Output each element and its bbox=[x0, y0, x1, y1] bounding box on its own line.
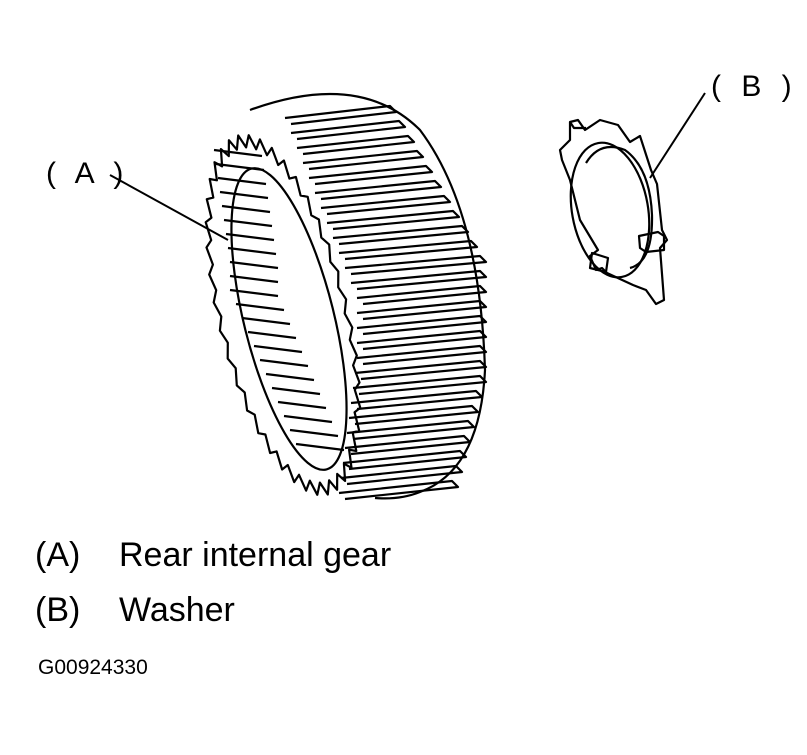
gear-outer-tooth bbox=[338, 239, 479, 261]
gear-outer-tooth bbox=[356, 344, 488, 366]
gear-spline bbox=[221, 204, 271, 214]
gear-spline bbox=[227, 246, 277, 256]
gear-outer-tooth bbox=[320, 194, 452, 216]
washer bbox=[558, 118, 669, 306]
gear-front-teeth bbox=[204, 134, 362, 496]
gear-outer-tooth bbox=[332, 224, 470, 246]
legend-item-a: (A) Rear internal gear bbox=[35, 536, 391, 575]
gear-outer-tooth bbox=[350, 269, 488, 291]
figure-id: G00924330 bbox=[38, 656, 148, 679]
gear-spline bbox=[259, 358, 309, 368]
gear-outer-tooth bbox=[350, 389, 484, 411]
gear-spline bbox=[219, 190, 269, 200]
gear-spline bbox=[217, 176, 267, 186]
gear-outer-tooth bbox=[354, 359, 488, 381]
gear-spline bbox=[225, 232, 275, 242]
legend-key-a: (A) bbox=[35, 536, 81, 574]
washer-outline bbox=[558, 118, 669, 306]
gear-outer-tooth bbox=[326, 209, 461, 231]
gear-spline bbox=[223, 218, 273, 228]
gear-spline bbox=[229, 288, 279, 298]
gear-spline bbox=[247, 330, 297, 340]
gear-outer-tooth bbox=[284, 104, 398, 126]
gear-spline bbox=[295, 442, 345, 452]
gear-outer-tooth bbox=[296, 134, 416, 156]
gear-outer-tooth bbox=[340, 464, 464, 486]
gear-spline bbox=[229, 274, 279, 284]
gear-outer-tooth bbox=[356, 329, 488, 351]
gear-outer-tooth bbox=[356, 299, 488, 321]
gear-spline bbox=[253, 344, 303, 354]
gear-spline bbox=[213, 148, 263, 158]
washer-tab-bottom bbox=[588, 251, 610, 274]
gear-outer-tooth bbox=[356, 284, 488, 306]
gear-spline bbox=[215, 162, 265, 172]
washer-tab-right bbox=[637, 230, 666, 254]
gear-outer-tooth bbox=[348, 404, 480, 426]
gear-outer-tooth bbox=[302, 149, 425, 171]
leader-line-a bbox=[109, 174, 229, 241]
gear-outer-tooth bbox=[314, 179, 443, 201]
callout-label-a: ( A ) bbox=[46, 157, 130, 190]
washer-inner-hole bbox=[569, 141, 651, 279]
legend-item-b: (B) Washer bbox=[35, 591, 235, 630]
gear-outer-tooth bbox=[308, 164, 434, 186]
gear-outer-tooth bbox=[290, 119, 407, 141]
gear-spline bbox=[235, 302, 285, 312]
gear-spline bbox=[265, 372, 315, 382]
gear-spline bbox=[241, 316, 291, 326]
gear-outer-tooth bbox=[356, 314, 488, 336]
gear-spline bbox=[283, 414, 333, 424]
gear-outer-tooth bbox=[342, 449, 468, 471]
leader-line-b bbox=[649, 92, 706, 179]
gear-outer-tooth bbox=[344, 254, 488, 276]
gear-outer-tooth bbox=[352, 374, 488, 396]
rear-internal-gear bbox=[204, 92, 488, 501]
gear-spline bbox=[289, 428, 339, 438]
legend-key-b: (B) bbox=[35, 591, 81, 629]
gear-outer-tooth bbox=[346, 419, 476, 441]
legend-label-b: Washer bbox=[119, 591, 235, 629]
gear-spline bbox=[277, 400, 327, 410]
gear-spline bbox=[271, 386, 321, 396]
legend-label-a: Rear internal gear bbox=[119, 536, 392, 574]
washer-tab-top bbox=[569, 121, 586, 130]
gear-spline bbox=[229, 260, 279, 270]
gear-outer-tooth bbox=[344, 434, 472, 456]
gear-outer-tooth bbox=[338, 479, 460, 501]
callout-label-b: ( B ) bbox=[711, 70, 798, 103]
